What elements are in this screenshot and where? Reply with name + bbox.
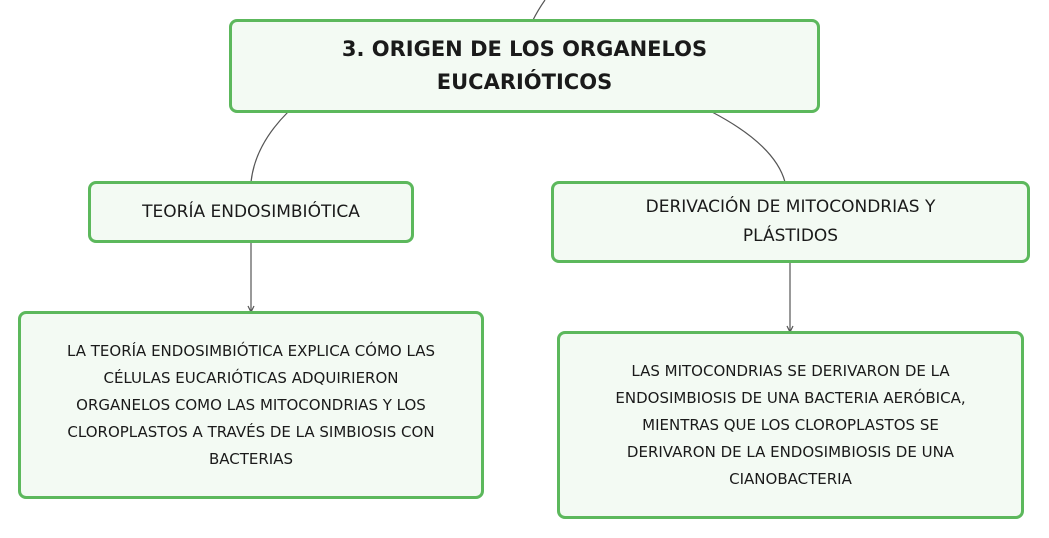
teoria-label: TEORÍA ENDOSIMBIÓTICA — [142, 201, 360, 222]
derivacion-detail-line-3: MIENTRAS QUE LOS CLOROPLASTOS SE — [642, 415, 939, 434]
root-node[interactable]: 3. ORIGEN DE LOS ORGANELOS EUCARIÓTICOS — [229, 19, 820, 113]
teoria-detail-line-1: LA TEORÍA ENDOSIMBIÓTICA EXPLICA CÓMO LA… — [67, 341, 435, 360]
derivacion-label-line-1: DERIVACIÓN DE MITOCONDRIAS Y — [645, 197, 936, 217]
derivacion-detail-line-2: ENDOSIMBIOSIS DE UNA BACTERIA AERÓBICA, — [615, 388, 966, 407]
derivacion-detail-line-5: CIANOBACTERIA — [729, 469, 852, 488]
teoria-node[interactable]: TEORÍA ENDOSIMBIÓTICA — [88, 181, 414, 243]
derivacion-detail-node[interactable]: LAS MITOCONDRIAS SE DERIVARON DE LA ENDO… — [557, 331, 1024, 519]
teoria-detail-line-3: ORGANELOS COMO LAS MITOCONDRIAS Y LOS — [76, 395, 426, 414]
connector-root-to-derivacion — [711, 111, 786, 183]
teoria-detail-line-5: BACTERIAS — [208, 449, 294, 468]
derivacion-detail-line-1: LAS MITOCONDRIAS SE DERIVARON DE LA — [631, 361, 950, 380]
teoria-detail-node[interactable]: LA TEORÍA ENDOSIMBIÓTICA EXPLICA CÓMO LA… — [18, 311, 484, 499]
teoria-detail-line-2: CÉLULAS EUCARIÓTICAS ADQUIRIERON — [103, 368, 399, 387]
root-title-line-1: 3. ORIGEN DE LOS ORGANELOS — [341, 37, 708, 61]
derivacion-detail-line-4: DERIVARON DE LA ENDOSIMBIOSIS DE UNA — [626, 442, 955, 461]
teoria-detail-line-4: CLOROPLASTOS A TRAVÉS DE LA SIMBIOSIS CO… — [67, 422, 435, 441]
connector-root-to-teoria — [250, 111, 289, 183]
connector-parent-to-root — [532, 0, 546, 21]
derivacion-node[interactable]: DERIVACIÓN DE MITOCONDRIAS Y PLÁSTIDOS — [551, 181, 1030, 263]
root-title-line-2: EUCARIÓTICOS — [436, 70, 613, 94]
derivacion-label-line-2: PLÁSTIDOS — [742, 226, 839, 246]
